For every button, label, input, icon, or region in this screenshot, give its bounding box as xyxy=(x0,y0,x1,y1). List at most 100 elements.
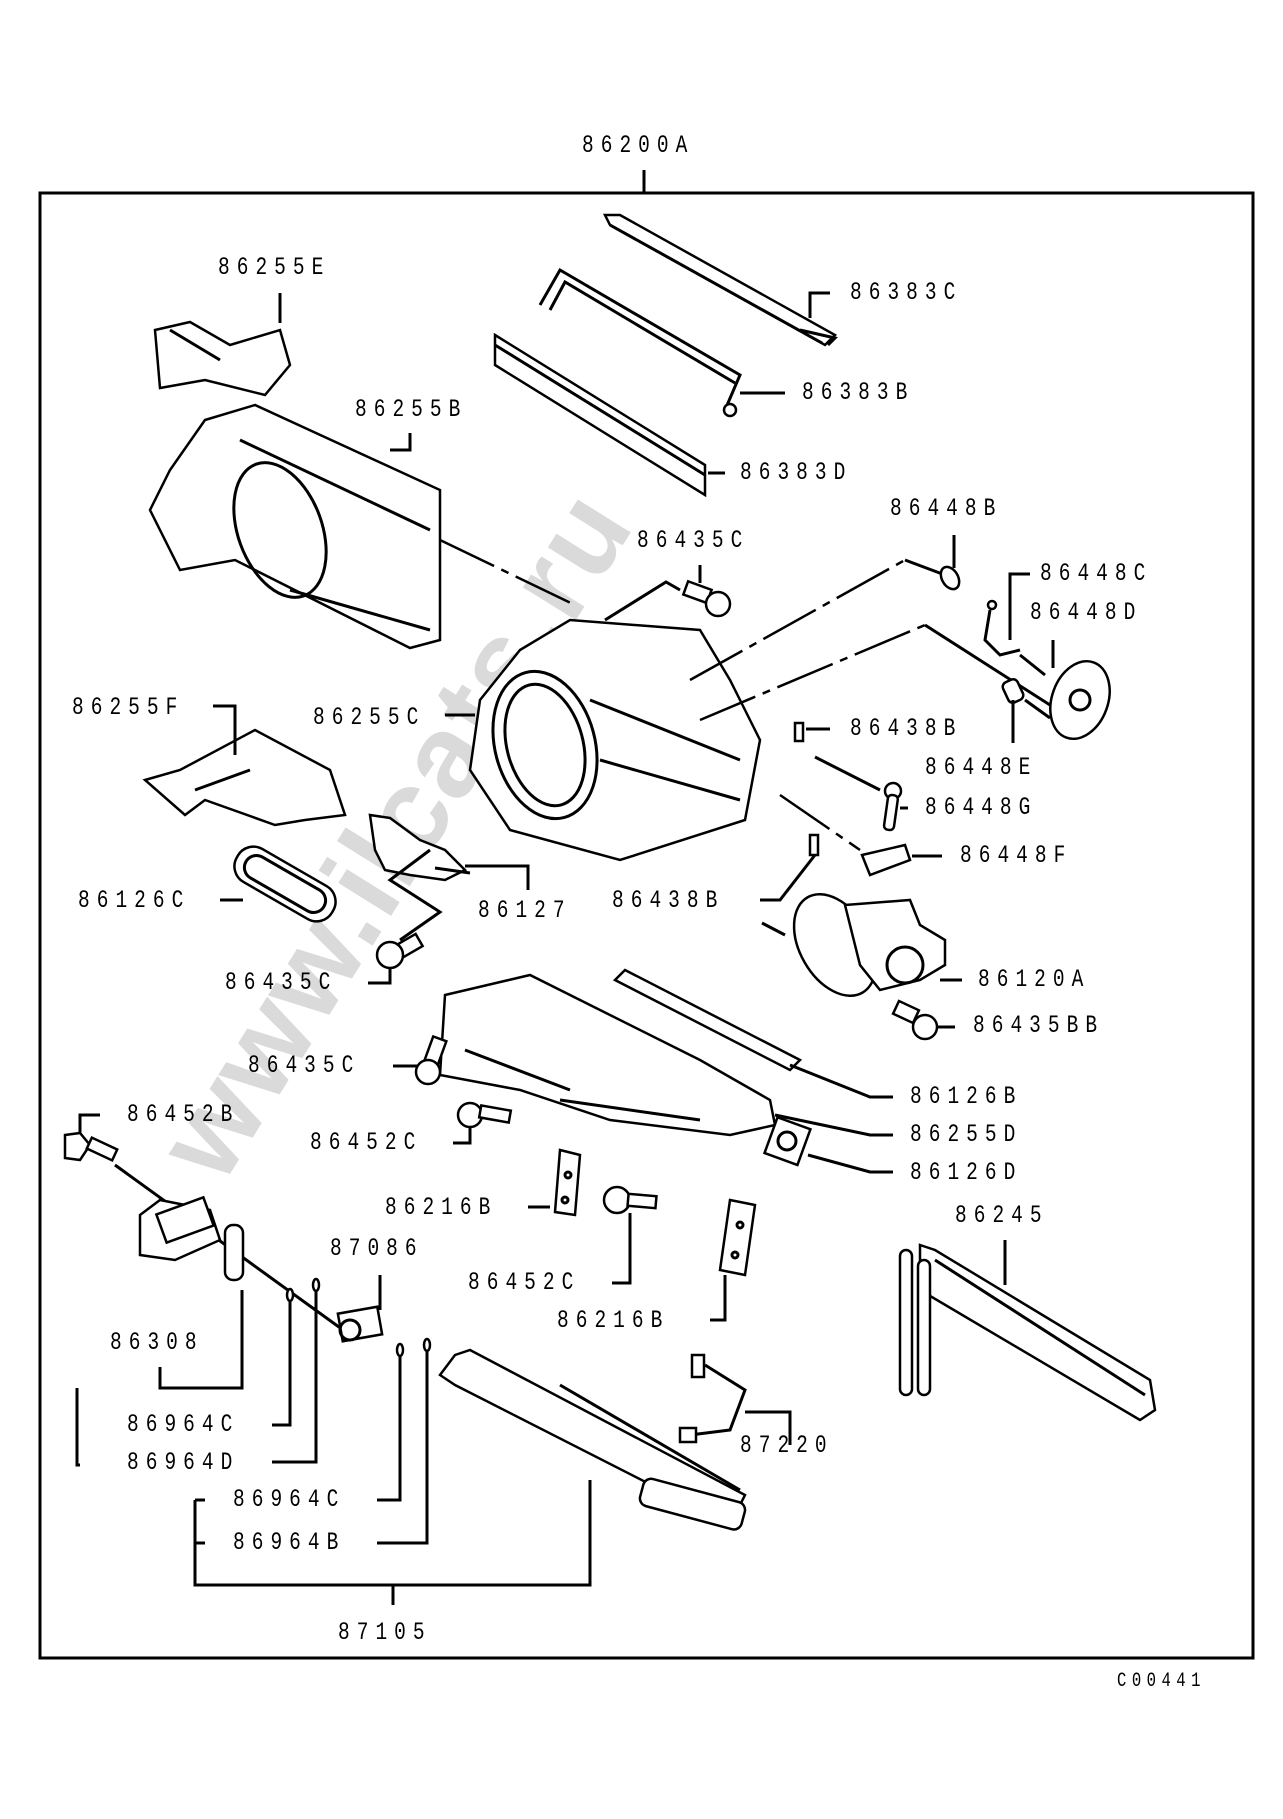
part-86245-heater-core xyxy=(898,1243,1157,1422)
part-86126B-strip xyxy=(612,968,803,1072)
part-87105-evaporator xyxy=(438,1348,747,1531)
leader-86452C-a xyxy=(453,1127,472,1145)
label-86120A: 86120A xyxy=(978,965,1091,994)
leader-86435C-mid xyxy=(368,968,392,985)
label-86448B: 86448B xyxy=(890,494,1003,523)
leader-86126B xyxy=(789,1063,893,1099)
part-86383B-frame xyxy=(538,267,742,418)
leader-86448C xyxy=(1008,572,1030,640)
label-86255B: 86255B xyxy=(355,395,468,424)
part-87220-sensor xyxy=(678,1353,747,1444)
leader-86452B xyxy=(78,1113,100,1133)
label-86216B-b: 86216B xyxy=(557,1306,670,1335)
label-86452B: 86452B xyxy=(127,1100,240,1129)
label-86964D: 86964D xyxy=(127,1448,240,1477)
part-86452C-bolt-a xyxy=(456,1101,513,1129)
part-86438B-clip-a xyxy=(793,721,805,743)
part-86127 xyxy=(368,813,471,882)
part-86448E xyxy=(1001,678,1025,704)
label-86448F: 86448F xyxy=(960,841,1073,870)
label-86383D: 86383D xyxy=(740,458,853,487)
part-86452C-bolt-b xyxy=(602,1185,658,1215)
leader-86255D xyxy=(774,1113,893,1137)
label-86308: 86308 xyxy=(110,1328,204,1357)
label-86964C-a: 86964C xyxy=(127,1410,240,1439)
part-86438B-clip-b xyxy=(808,833,820,857)
leader-86127 xyxy=(465,864,530,890)
leader-86964C-a xyxy=(272,1302,292,1427)
part-86448B-spring xyxy=(939,565,961,591)
part-86452B-bolt xyxy=(63,1131,119,1163)
leader-86216B-b xyxy=(710,1275,727,1322)
part-86383D-panel xyxy=(493,332,707,498)
part-86435C-screw-low xyxy=(414,1034,448,1086)
part-86448G xyxy=(882,781,903,832)
label-86255F: 86255F xyxy=(72,693,185,722)
label-86126C: 86126C xyxy=(78,886,191,915)
leader-86255B xyxy=(390,433,412,452)
label-86452C-a: 86452C xyxy=(310,1128,423,1157)
label-87220: 87220 xyxy=(740,1431,834,1460)
label-86435C-low: 86435C xyxy=(248,1051,361,1080)
label-87086: 87086 xyxy=(330,1234,424,1263)
part-86126C-gasket xyxy=(233,845,337,923)
label-86448G: 86448G xyxy=(925,793,1038,822)
label-86245: 86245 xyxy=(955,1201,1049,1230)
label-86126D: 86126D xyxy=(910,1158,1023,1187)
label-86964B: 86964B xyxy=(233,1528,346,1557)
label-86383C: 86383C xyxy=(850,278,963,307)
label-86448D: 86448D xyxy=(1030,598,1143,627)
dash-86255B xyxy=(439,538,576,607)
part-86255D-lower-case xyxy=(438,973,777,1137)
label-86255E: 86255E xyxy=(218,253,331,282)
leader-86255F xyxy=(213,704,237,755)
label-86255C: 86255C xyxy=(313,703,426,732)
part-86255E xyxy=(153,320,292,397)
part-86448D-gear xyxy=(1049,659,1111,741)
label-86435BB: 86435BB xyxy=(973,1011,1105,1040)
part-86308-pipe-joint xyxy=(138,1195,245,1282)
label-86438B-a: 86438B xyxy=(850,714,963,743)
part-86964C-oring-a xyxy=(285,1287,295,1303)
leader-86964C-b xyxy=(377,1357,402,1502)
part-86964B-oring xyxy=(422,1337,432,1353)
leader-86308 xyxy=(158,1290,244,1390)
part-86448F xyxy=(860,843,912,877)
dash-link-1 xyxy=(689,558,906,682)
label-86448C: 86448C xyxy=(1040,559,1153,588)
label-86127: 86127 xyxy=(478,896,572,925)
part-86255F xyxy=(142,728,347,827)
leader-86964D xyxy=(272,1292,318,1464)
part-86964D-oring xyxy=(311,1277,321,1293)
part-86448C-lever xyxy=(983,599,1021,657)
label-86435C-top: 86435C xyxy=(637,526,750,555)
leader-86126D xyxy=(807,1153,893,1174)
label-86964C-b: 86964C xyxy=(233,1485,346,1514)
part-86435C-screw-top xyxy=(681,579,732,618)
part-86255C-case xyxy=(468,618,762,862)
label-86452C-b: 86452C xyxy=(468,1268,581,1297)
part-86383C-filter xyxy=(602,213,838,347)
leader-86383C xyxy=(808,291,830,318)
label-86255D: 86255D xyxy=(910,1120,1023,1149)
leader-87220 xyxy=(745,1410,792,1445)
label-86448E: 86448E xyxy=(925,753,1038,782)
part-86435BB-screw xyxy=(891,999,939,1041)
label-86126B: 86126B xyxy=(910,1082,1023,1111)
label-86438B-b: 86438B xyxy=(612,886,725,915)
label-86216B-a: 86216B xyxy=(385,1193,498,1222)
figure-code: C00441 xyxy=(1117,1670,1206,1693)
leader-86438B-b xyxy=(760,854,817,902)
label-86383B: 86383B xyxy=(802,378,915,407)
label-86435C-mid: 86435C xyxy=(225,968,338,997)
label-87105: 87105 xyxy=(338,1618,432,1647)
part-86216B-bracket-a xyxy=(553,1148,582,1217)
dash-link-2 xyxy=(699,623,926,722)
part-87086 xyxy=(336,1305,384,1343)
part-86964C-oring-b xyxy=(395,1342,405,1358)
assembly-frame xyxy=(38,191,1255,1660)
leader-86452C-b xyxy=(612,1213,632,1285)
leader-86964B xyxy=(377,1352,429,1545)
